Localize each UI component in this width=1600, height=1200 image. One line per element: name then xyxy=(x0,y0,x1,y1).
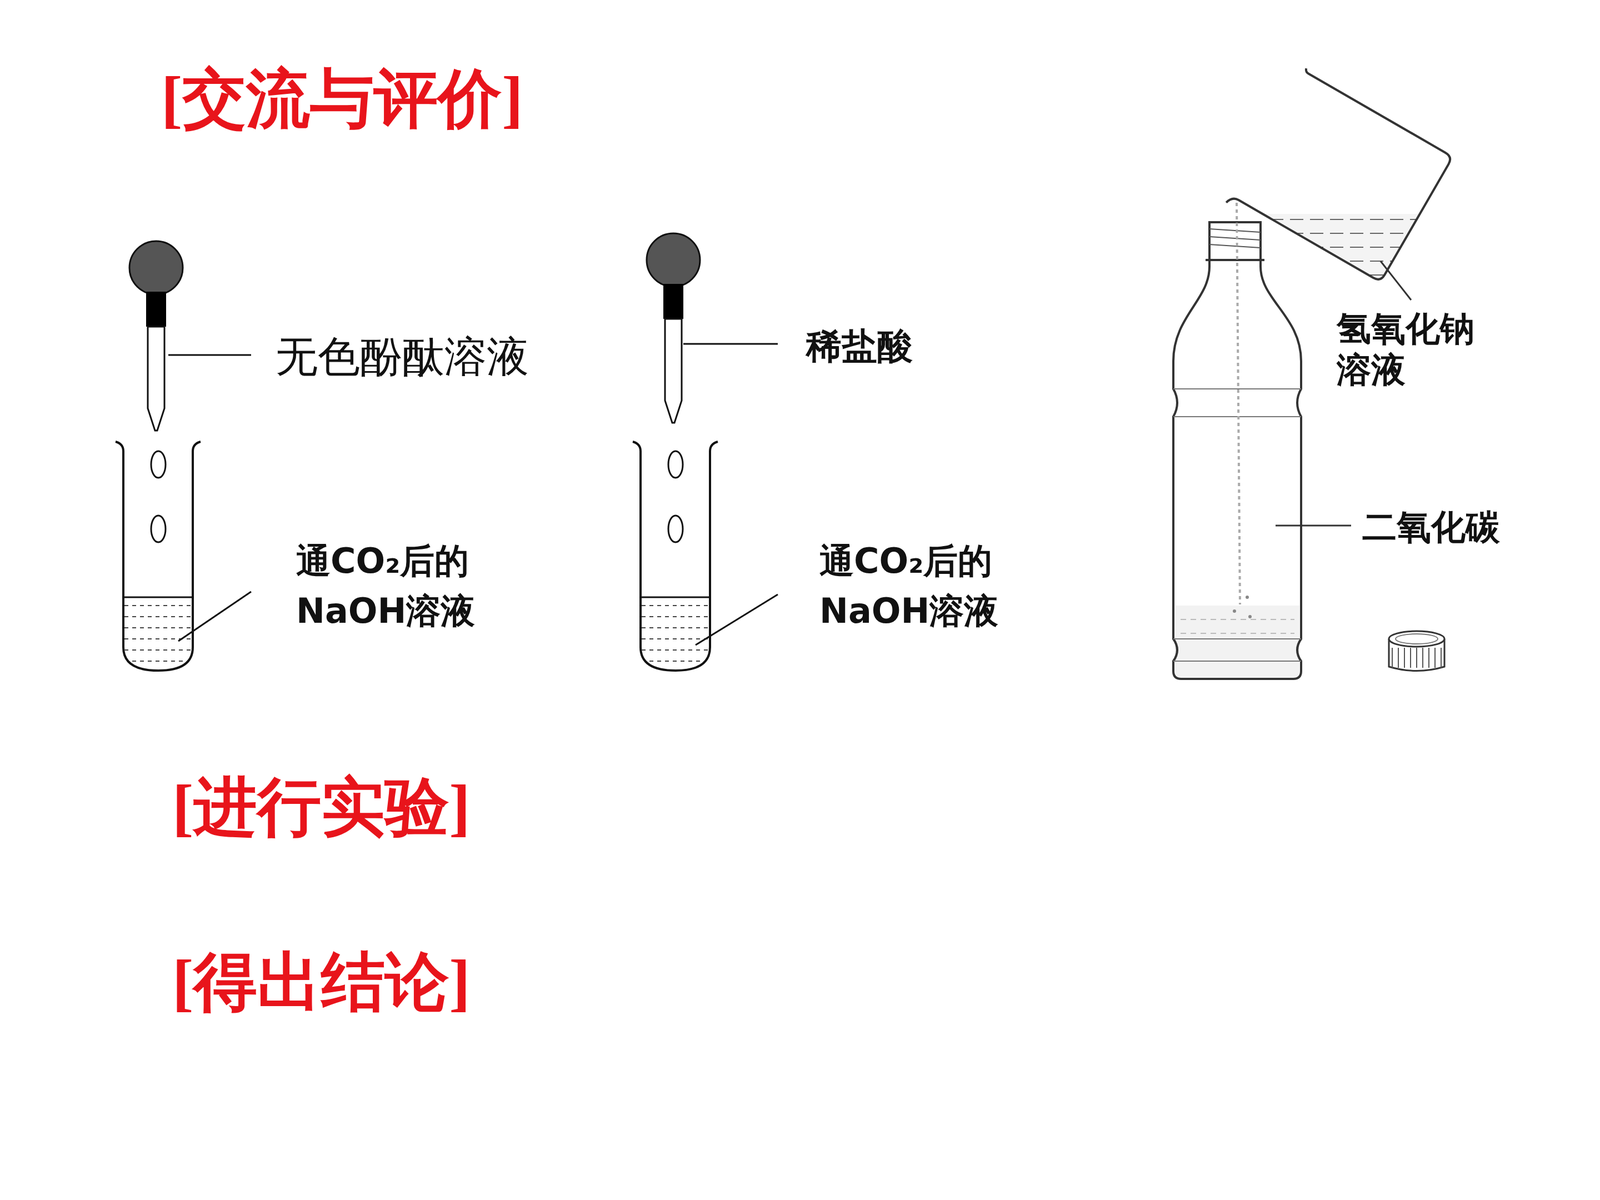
reagent-label: 无色酚酞溶液 xyxy=(275,331,529,383)
cap-ridge xyxy=(1397,647,1399,668)
gas-label: 二氧化碳 xyxy=(1362,506,1500,548)
test-tube-set xyxy=(115,241,252,671)
dropper xyxy=(129,241,183,431)
beaker xyxy=(1194,67,1473,325)
leader-line xyxy=(695,594,778,645)
cap-ridge xyxy=(1440,647,1442,668)
cap-ridge xyxy=(1422,647,1424,668)
leader-line xyxy=(1275,525,1352,527)
test-tube xyxy=(632,441,718,671)
cap-ridge xyxy=(1403,647,1405,668)
section-heading: [得出结论] xyxy=(172,944,471,1022)
plastic-bottle xyxy=(1173,202,1302,679)
dropper xyxy=(646,233,700,423)
cap-ridge xyxy=(1428,647,1430,668)
solution-label: 通CO₂后的 NaOH溶液 xyxy=(819,536,1042,637)
cap-ridge xyxy=(1434,647,1436,668)
cap-ridge xyxy=(1410,647,1412,668)
cap-ridge xyxy=(1416,647,1418,668)
reagent-label: 稀盐酸 xyxy=(806,325,913,368)
leader-line xyxy=(683,343,778,345)
leader-line xyxy=(168,354,252,357)
leader-line xyxy=(1380,261,1412,300)
test-tube-set xyxy=(632,233,778,671)
cap-ridge xyxy=(1391,647,1393,668)
test-tube xyxy=(115,441,201,671)
bottle-cap xyxy=(1388,631,1445,672)
solution-label: 氢氧化钠 溶液 xyxy=(1336,308,1498,392)
section-heading: [进行实验] xyxy=(172,769,471,847)
solution-label: 通CO₂后的 NaOH溶液 xyxy=(296,536,519,637)
leader-line xyxy=(178,591,252,642)
section-heading: [交流与评价] xyxy=(161,61,524,138)
